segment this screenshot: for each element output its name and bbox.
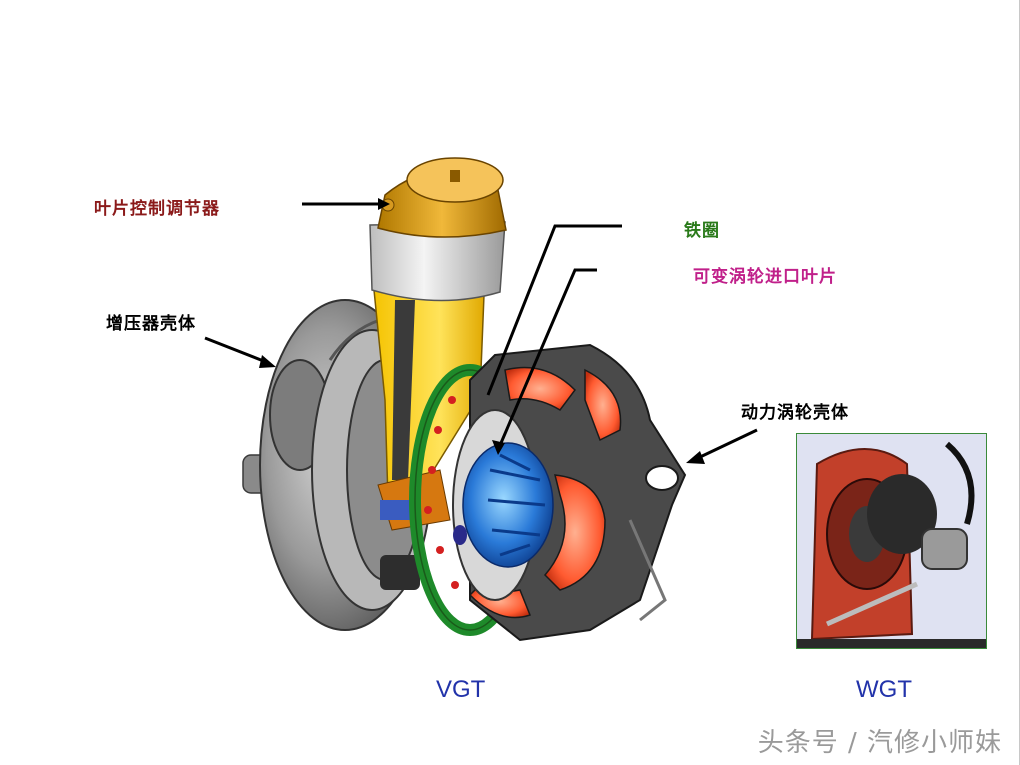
compressor-housing-arrow [205, 338, 266, 362]
caption-vgt: VGT [436, 676, 485, 704]
wgt-turbocharger-photo [796, 433, 987, 649]
watermark-text: 头条号 / 汽修小师妹 [758, 722, 1002, 759]
label-vane-control-actuator: 叶片控制调节器 [94, 194, 220, 219]
label-turbine-housing: 动力涡轮壳体 [741, 398, 849, 423]
caption-wgt: WGT [856, 676, 912, 704]
label-iron-ring: 铁圈 [684, 216, 720, 241]
turbine-housing-arrow [698, 430, 757, 458]
actuator-canister-shape [370, 158, 506, 301]
label-variable-turbine-inlet-vanes: 可变涡轮进口叶片 [693, 262, 837, 287]
label-compressor-housing: 增压器壳体 [106, 309, 196, 334]
